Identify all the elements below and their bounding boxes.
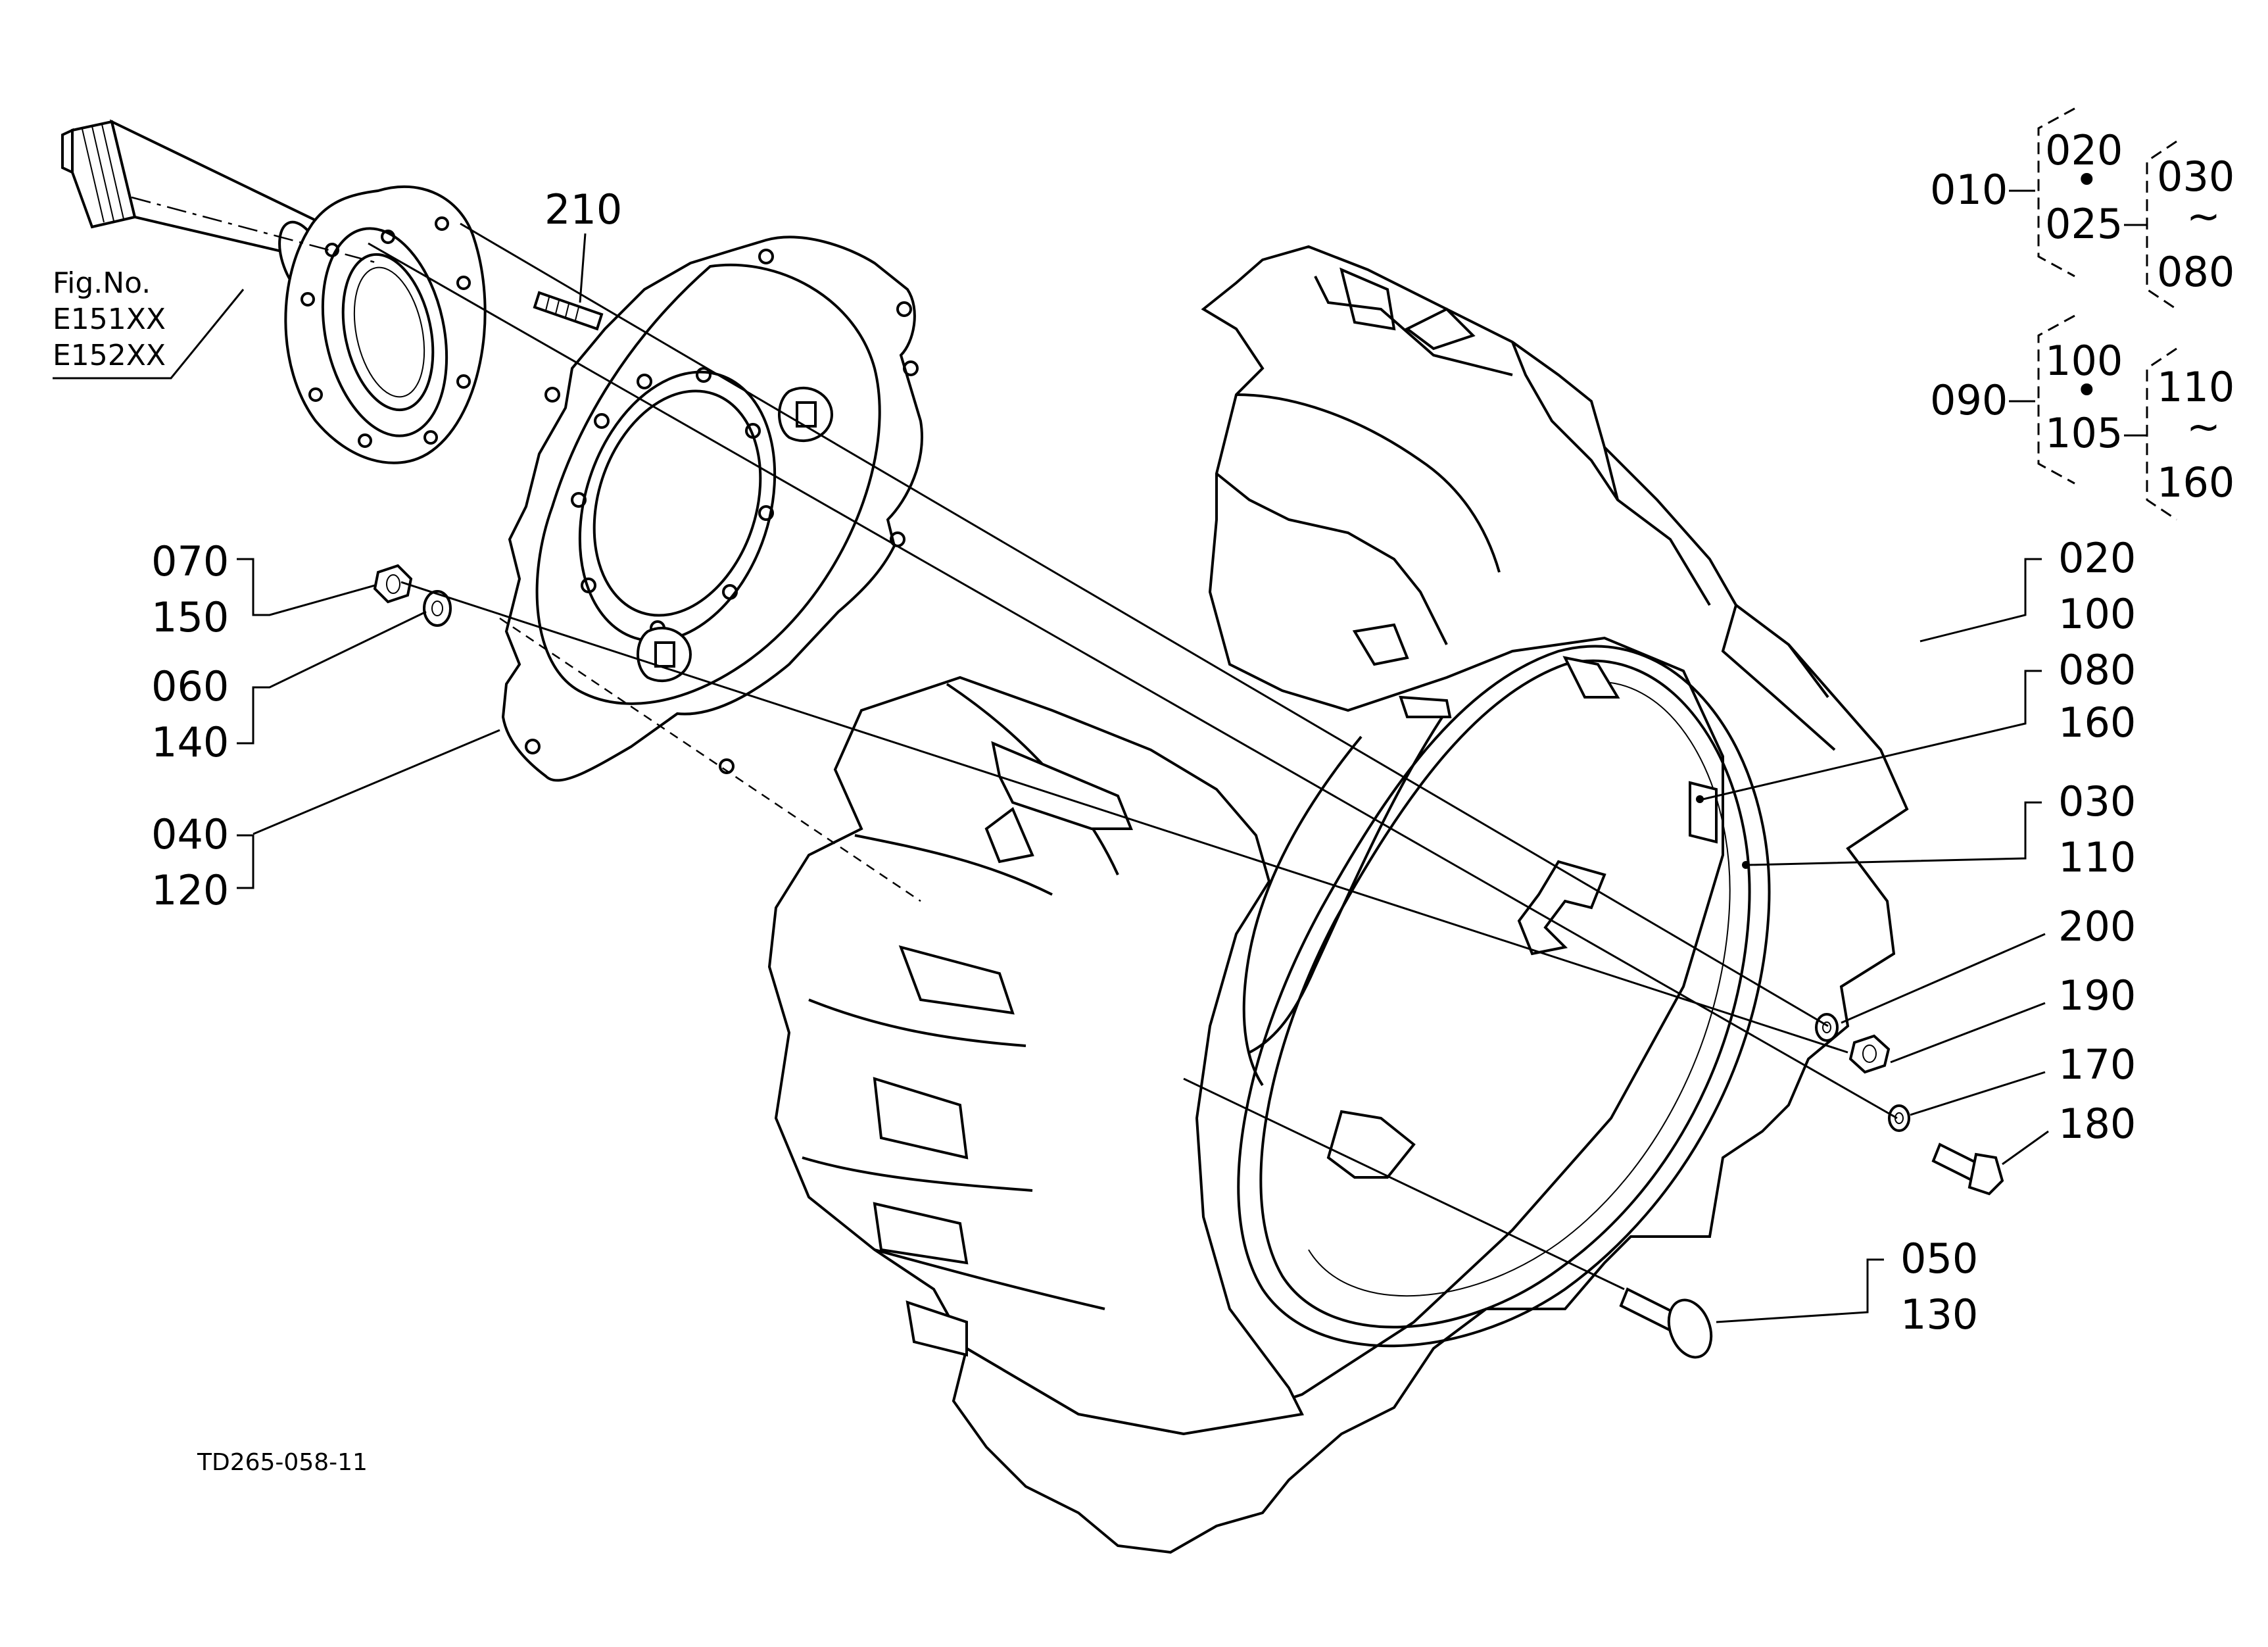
label-070: 070	[151, 537, 229, 585]
callout-020-100: 020 100	[1919, 534, 2136, 643]
label-150: 150	[151, 593, 229, 641]
callout-210: 210	[544, 185, 622, 303]
label-120: 120	[151, 866, 229, 914]
callout-180: 180	[2002, 1100, 2136, 1166]
fig-ref-line-1: E151XX	[53, 303, 166, 336]
label-040: 040	[151, 810, 229, 858]
drawing-code: TD265-058-11	[197, 1449, 368, 1476]
label-140: 140	[151, 718, 229, 766]
callout-070-150: 070 150	[151, 537, 375, 641]
label-160: 160	[2058, 699, 2136, 747]
label-030: 030	[2058, 777, 2136, 825]
group2-dot: •	[2075, 366, 2099, 414]
group2-range-top: 110	[2157, 363, 2234, 411]
label-200: 200	[2058, 902, 2136, 950]
group-010: 010 020 • 025 030 ~ 080	[1930, 107, 2234, 310]
group1-dot: •	[2075, 156, 2099, 204]
callout-200: 200	[1841, 902, 2136, 1024]
label-060: 060	[151, 662, 229, 710]
group2-mid-bot: 105	[2045, 409, 2123, 457]
rim	[1237, 623, 1771, 1348]
label-110: 110	[2058, 833, 2136, 881]
fig-no-label: Fig.No.	[53, 266, 151, 300]
tire-lower	[767, 676, 1304, 1436]
label-210: 210	[544, 185, 622, 234]
callout-190: 190	[1890, 971, 2136, 1064]
callout-030-110: 030 110	[1749, 777, 2136, 881]
label-130: 130	[1900, 1291, 1978, 1339]
callout-040-120: 040 120	[151, 729, 500, 914]
group1-tilde: ~	[2186, 192, 2221, 240]
group1-mid-top: 020	[2045, 126, 2123, 174]
group1-range-top: 030	[2157, 153, 2234, 201]
label-170: 170	[2058, 1041, 2136, 1089]
stud	[533, 291, 604, 331]
group2-mid-top: 100	[2045, 337, 2123, 385]
hub-flange	[284, 185, 487, 464]
label-020: 020	[2058, 534, 2136, 582]
label-050: 050	[1900, 1235, 1978, 1283]
label-190: 190	[2058, 971, 2136, 1020]
fig-ref-line-2: E152XX	[53, 339, 166, 372]
group2-root: 090	[1930, 376, 2008, 424]
group1-range-bot: 080	[2157, 248, 2234, 296]
label-080: 080	[2058, 646, 2136, 694]
callout-170: 170	[1910, 1041, 2136, 1116]
label-180: 180	[2058, 1100, 2136, 1148]
group1-mid-bot: 025	[2045, 200, 2123, 248]
group-090: 090 100 • 105 110 ~ 160	[1930, 314, 2234, 521]
wheel-disc	[501, 235, 923, 782]
label-100: 100	[2058, 590, 2136, 638]
group1-root: 010	[1930, 166, 2008, 214]
assembly-lines	[131, 196, 1898, 1291]
group2-tilde: ~	[2186, 403, 2221, 451]
hardware-right	[1619, 1013, 2004, 1359]
callout-080-160: 080 160	[1702, 646, 2136, 800]
group2-range-bot: 160	[2157, 458, 2234, 506]
callout-050-130: 050 130	[1716, 1235, 1978, 1339]
callout-060-140: 060 140	[151, 610, 427, 766]
tire-upper	[952, 245, 1909, 1554]
hardware-left	[373, 564, 452, 627]
figure-reference: Fig.No. E151XX E152XX	[53, 266, 245, 380]
